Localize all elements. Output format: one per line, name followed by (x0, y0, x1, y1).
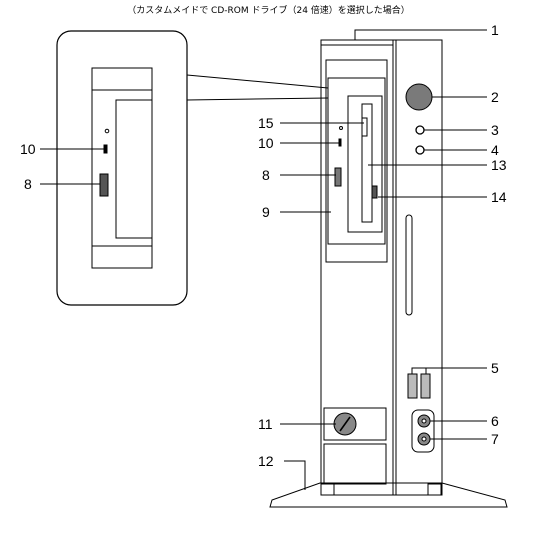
stand (269, 482, 508, 508)
leader-5 (411, 367, 487, 374)
cdrom-drive (327, 77, 386, 245)
callout-5: 5 (491, 360, 499, 376)
callout-6: 6 (491, 413, 499, 429)
power-lamp (415, 125, 425, 135)
usb-connector-2 (420, 373, 431, 399)
zoom-connector-lower (186, 97, 329, 101)
usb-connector-1 (407, 373, 418, 399)
leader-lines (40, 29, 487, 490)
callout-numbers: 1 2 3 4 5 6 7 8 8 9 10 10 11 12 13 14 15 (20, 22, 507, 469)
headphone-jack-hole (421, 418, 427, 424)
audio-jack-panel (411, 409, 435, 453)
callout-8-zoom: 8 (24, 176, 32, 192)
zoom-cd-eject-button (99, 173, 109, 197)
floppy-access-lamp (361, 117, 368, 137)
figure-caption: （カスタムメイドで CD-ROM ドライブ（24 倍速）を選択した場合） (127, 6, 410, 16)
mic-jack-hole (421, 436, 427, 442)
foot-right (427, 483, 442, 496)
zoom-cd-access-lamp (103, 144, 108, 154)
lower-bay (323, 443, 387, 485)
leader-12 (284, 460, 306, 490)
zoom-inset-frame (56, 30, 188, 306)
callout-13: 13 (491, 157, 507, 173)
foot-left (320, 483, 335, 496)
callout-14: 14 (491, 189, 507, 205)
chassis-outline (320, 39, 443, 496)
callout-12: 12 (258, 453, 274, 469)
callout-10-zoom: 10 (20, 141, 36, 157)
callout-4: 4 (491, 142, 499, 158)
vent-slot (405, 214, 413, 316)
cd-access-lamp (338, 138, 342, 147)
callout-3: 3 (491, 122, 499, 138)
callout-15: 15 (258, 115, 274, 131)
cd-eject-button (334, 167, 342, 187)
zoom-inset (56, 30, 188, 306)
drive-bay (325, 59, 388, 263)
zoom-cd-pinhole (104, 128, 110, 134)
zoom-cdrom-tray (115, 99, 153, 239)
callout-2: 2 (491, 89, 499, 105)
floppy-slot (361, 103, 373, 223)
cd-pinhole (339, 126, 343, 130)
key-slot (339, 416, 351, 432)
callout-1: 1 (491, 22, 499, 38)
callout-8-main: 8 (262, 167, 270, 183)
tower-chassis (320, 39, 443, 496)
callout-11: 11 (258, 416, 273, 432)
leader-1 (354, 29, 487, 40)
callout-7: 7 (491, 431, 499, 447)
callout-10-main: 10 (258, 135, 274, 151)
power-switch (405, 83, 433, 111)
floppy-drive (347, 95, 383, 233)
zoom-connector-upper (186, 74, 329, 89)
callout-9: 9 (262, 204, 270, 220)
floppy-eject-button (371, 185, 378, 199)
disk-access-lamp (415, 145, 425, 155)
